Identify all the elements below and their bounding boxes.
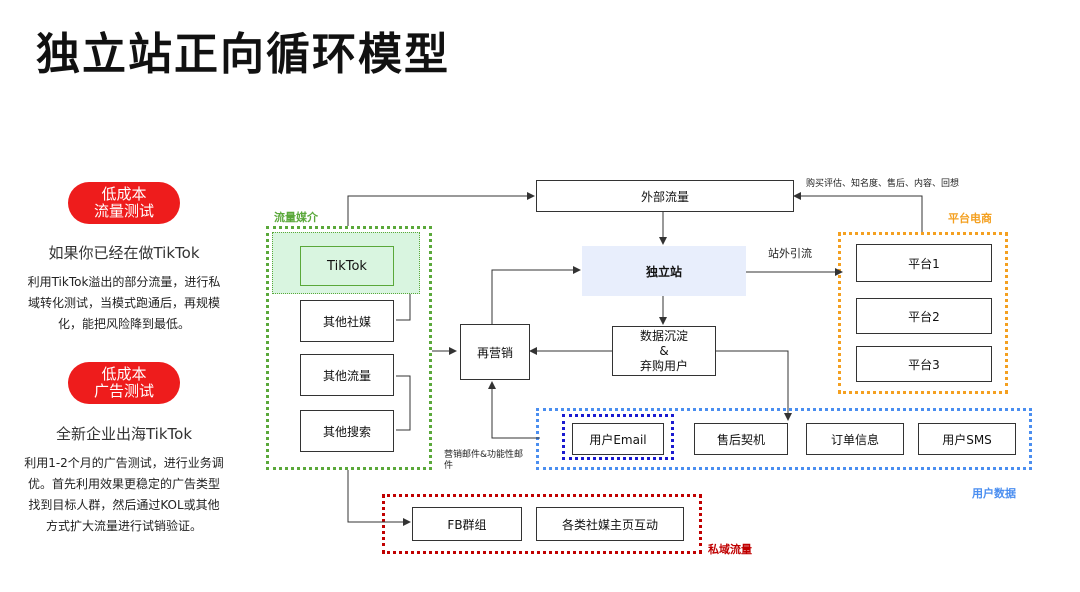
arrow-media-to-external [347, 192, 535, 226]
bracket-traffic-search [396, 375, 411, 431]
marketing-email-label: 营销邮件&功能性邮 件 [444, 450, 523, 472]
arrow-media-to-fbgroup [347, 470, 411, 526]
site-node: 独立站 [582, 246, 746, 296]
user-email-node: 用户Email [572, 423, 664, 455]
pill-line: 广告测试 [93, 382, 154, 400]
arrow-data-to-userdata [716, 350, 792, 421]
data-line: & [659, 343, 669, 358]
desc-line: 利用TikTok溢出的部分流量，进行私 [27, 275, 221, 289]
other-search-node: 其他搜索 [300, 410, 394, 452]
after-sales-node: 售后契机 [694, 423, 788, 455]
label-line: 营销邮件&功能性邮 [444, 450, 524, 460]
label-line: 件 [444, 461, 454, 471]
low-cost-traffic-pill: 低成本 流量测试 [68, 182, 180, 224]
remarketing-node: 再营销 [460, 324, 530, 380]
offsite-label: 站外引流 [768, 247, 812, 260]
data-deposit-node: 数据沉淀 & 弃购用户 [612, 326, 716, 376]
platform2-node: 平台2 [856, 298, 992, 334]
private-traffic-label: 私域流量 [708, 543, 752, 556]
tiktok-node: TikTok [300, 246, 394, 286]
data-line: 弃购用户 [639, 358, 688, 373]
pill-line: 流量测试 [93, 202, 154, 220]
platform-feedback-label: 购买评估、知名度、售后、内容、回想 [806, 179, 960, 189]
user-data-group [536, 408, 1032, 470]
section1-subtitle: 如果你已经在做TikTok [48, 244, 200, 262]
desc-line: 找到目标人群，然后通过KOL或其他 [28, 498, 220, 512]
platform1-node: 平台1 [856, 244, 992, 282]
user-email-highlight [562, 414, 674, 460]
desc-line: 域转化测试，当模式跑通后，再规模 [27, 296, 220, 310]
desc-line: 化，能把风险降到最低。 [57, 317, 190, 331]
section1-description: 利用TikTok溢出的部分流量，进行私 域转化测试，当模式跑通后，再规模 化，能… [20, 272, 228, 335]
pill-line: 低成本 [101, 185, 147, 203]
external-traffic-node: 外部流量 [536, 180, 794, 212]
data-line: 数据沉淀 [639, 328, 688, 343]
desc-line: 利用1-2个月的广告测试，进行业务调 [24, 456, 224, 470]
low-cost-ads-pill: 低成本 广告测试 [68, 362, 180, 404]
other-social-node: 其他社媒 [300, 300, 394, 342]
platform-ecom-group [838, 232, 1008, 394]
user-sms-node: 用户SMS [918, 423, 1016, 455]
arrow-platform-to-external [793, 192, 923, 232]
pill-line: 低成本 [101, 365, 147, 383]
arrow-userdata-to-remarketing [488, 381, 540, 439]
traffic-media-label: 流量媒介 [274, 211, 318, 224]
arrow-remarketing-to-site [491, 266, 581, 324]
desc-line: 方式扩大流量进行试销验证。 [45, 519, 202, 533]
other-traffic-node: 其他流量 [300, 354, 394, 396]
section2-description: 利用1-2个月的广告测试，进行业务调 优。首先利用效果更稳定的广告类型 找到目标… [20, 453, 228, 537]
platform3-node: 平台3 [856, 346, 992, 382]
platform-ecom-label: 平台电商 [948, 212, 992, 225]
fb-group-node: FB群组 [412, 507, 522, 541]
desc-line: 优。首先利用效果更稳定的广告类型 [27, 477, 220, 491]
social-interaction-node: 各类社媒主页互动 [536, 507, 684, 541]
user-data-label: 用户数据 [972, 487, 1016, 500]
page-title: 独立站正向循环模型 [36, 29, 450, 80]
order-info-node: 订单信息 [806, 423, 904, 455]
traffic-media-group [266, 226, 432, 470]
private-traffic-group [382, 494, 702, 554]
section2-subtitle: 全新企业出海TikTok [55, 425, 193, 443]
